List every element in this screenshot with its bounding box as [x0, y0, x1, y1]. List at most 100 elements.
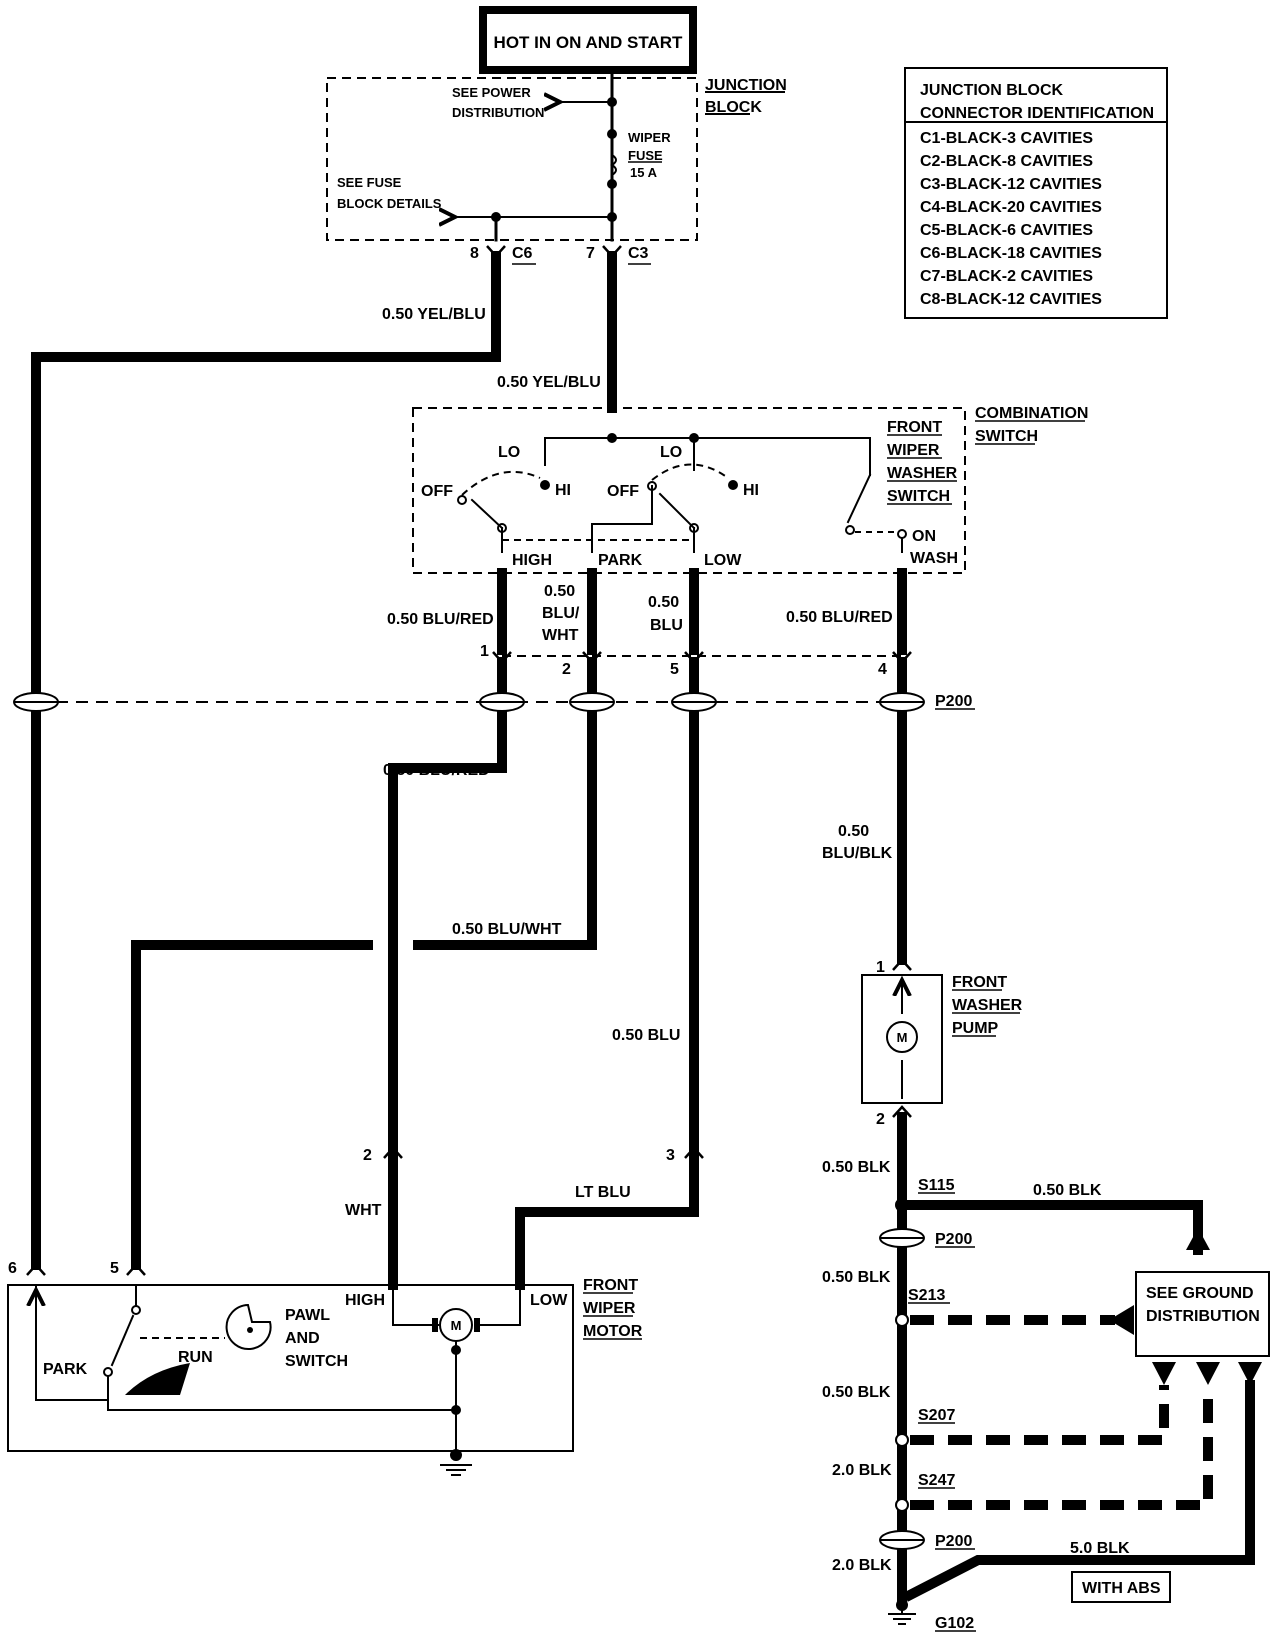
- switch-high-label: HIGH: [512, 552, 552, 569]
- with-abs-label: WITH ABS: [1082, 1580, 1161, 1597]
- junction-block: JUNCTION BLOCK SEE POWER DISTRIBUTION WI…: [326, 68, 787, 265]
- wire-label-blu-blk-1: 0.50: [838, 823, 869, 840]
- table-row: C1-BLACK-3 CAVITIES: [920, 130, 1093, 147]
- wire-label-blu-red-lower: 0.50 BLU/RED: [383, 762, 490, 779]
- table-row: C3-BLACK-12 CAVITIES: [920, 176, 1102, 193]
- wire-label-yel-blu-center: 0.50 YEL/BLU: [497, 374, 601, 391]
- pin-7: 7: [586, 245, 595, 262]
- conn-c3: C3: [628, 245, 649, 262]
- p200-pin-2: 2: [562, 661, 571, 678]
- washer-switch-1: FRONT: [887, 419, 942, 436]
- washer-switch-4: SWITCH: [887, 488, 950, 505]
- wire-label-wht: WHT: [345, 1202, 382, 1219]
- switch-off-1: OFF: [421, 483, 453, 500]
- table-row: C2-BLACK-8 CAVITIES: [920, 153, 1093, 170]
- grommet: [671, 692, 717, 712]
- switch-park-label: PARK: [598, 552, 643, 569]
- combo-switch-title-1: COMBINATION: [975, 405, 1088, 422]
- table-header-1: JUNCTION BLOCK: [920, 82, 1064, 99]
- wire-label-blu-wht-lower: 0.50 BLU/WHT: [452, 921, 562, 938]
- pump-motor-m: M: [897, 1030, 908, 1045]
- p200-b-label: P200: [935, 1533, 972, 1550]
- table-row: C7-BLACK-2 CAVITIES: [920, 268, 1093, 285]
- switch-low-label: LOW: [704, 552, 742, 569]
- motor-run-label: RUN: [178, 1349, 213, 1366]
- wiper-motor-m: M: [451, 1318, 462, 1333]
- washer-switch-2: WIPER: [887, 442, 940, 459]
- wires-lower: 0.50 BLU/RED 0.50 BLU/WHT 0.50 BLU 2 3 W…: [131, 762, 893, 1290]
- splice-s207: S207: [918, 1407, 955, 1424]
- wire-label-blu-lower: 0.50 BLU: [612, 1027, 680, 1044]
- splice-s247: S247: [918, 1472, 955, 1489]
- wire-label-blk-2: 0.50 BLK: [822, 1269, 891, 1286]
- grommet: [879, 692, 925, 712]
- splice-s213: S213: [908, 1287, 945, 1304]
- wire-label-blu-wht-2: BLU/: [542, 605, 580, 622]
- pawl-label-1: PAWL: [285, 1307, 330, 1324]
- washer-wash: WASH: [910, 550, 958, 567]
- switch-lo-2: LO: [660, 444, 682, 461]
- pump-title-1: FRONT: [952, 974, 1007, 991]
- switch-off-2: OFF: [607, 483, 639, 500]
- pawl-label-2: AND: [285, 1330, 320, 1347]
- see-fuse-1: SEE FUSE: [337, 175, 402, 190]
- hot-in-on-and-start-label: HOT IN ON AND START: [494, 33, 683, 52]
- pump-pin-1: 1: [876, 959, 885, 976]
- switch-hi-1: HI: [555, 482, 571, 499]
- wire-label-yel-blu-left: 0.50 YEL/BLU: [382, 306, 486, 323]
- grommet: [879, 1530, 925, 1550]
- grommet: [479, 692, 525, 712]
- motor-pin-5: 5: [110, 1260, 119, 1277]
- motor-pin-6: 6: [8, 1260, 17, 1277]
- motor-pin-3: 3: [666, 1147, 675, 1164]
- wire-label-blu-2: BLU: [650, 617, 683, 634]
- wire-label-blu-blk-2: BLU/BLK: [822, 845, 893, 862]
- switch-hi-2: HI: [743, 482, 759, 499]
- pump-pin-2: 2: [876, 1111, 885, 1128]
- combination-switch: COMBINATION SWITCH LO HI OFF LO HI OFF: [412, 405, 1088, 574]
- wire-label-blu-wht-1: 0.50: [544, 583, 575, 600]
- junction-block-title-2: BLOCK: [705, 99, 762, 116]
- wire-label-blk-20a: 2.0 BLK: [832, 1462, 892, 1479]
- motor-park-label: PARK: [43, 1361, 88, 1378]
- wire-label-blk-20b: 2.0 BLK: [832, 1557, 892, 1574]
- front-washer-pump: 1 M 2 FRONT WASHER PUMP: [861, 958, 1023, 1128]
- wire-label-blk-50: 5.0 BLK: [1070, 1540, 1130, 1557]
- motor-high-label: HIGH: [345, 1292, 385, 1309]
- table-row: C8-BLACK-12 CAVITIES: [920, 291, 1102, 308]
- wire-label-blu-red-1: 0.50 BLU/RED: [387, 611, 494, 628]
- wire-label-lt-blu: LT BLU: [575, 1184, 631, 1201]
- see-power-2: DISTRIBUTION: [452, 105, 544, 120]
- grommet: [879, 1228, 925, 1248]
- grommet: [13, 692, 59, 712]
- p200-a-label: P200: [935, 1231, 972, 1248]
- table-row: C6-BLACK-18 CAVITIES: [920, 245, 1102, 262]
- wiper-fuse-3: 15 A: [630, 165, 658, 180]
- connector-identification-table: JUNCTION BLOCK CONNECTOR IDENTIFICATION …: [904, 67, 1168, 319]
- motor-title-3: MOTOR: [583, 1323, 643, 1340]
- washer-on: ON: [912, 528, 936, 545]
- p200-pin-5: 5: [670, 661, 679, 678]
- wire-yel-blu-center: 0.50 YEL/BLU: [497, 251, 617, 413]
- combo-switch-title-2: SWITCH: [975, 428, 1038, 445]
- table-header-2: CONNECTOR IDENTIFICATION: [920, 105, 1154, 122]
- washer-switch-3: WASHER: [887, 465, 958, 482]
- see-power-1: SEE POWER: [452, 85, 531, 100]
- wire-label-blk-1: 0.50 BLK: [822, 1159, 891, 1176]
- splice-s115: S115: [918, 1177, 955, 1194]
- switch-lo-1: LO: [498, 444, 520, 461]
- wiper-fuse-1: WIPER: [628, 130, 671, 145]
- junction-block-title-1: JUNCTION: [705, 77, 787, 94]
- wire-label-blk-right: 0.50 BLK: [1033, 1182, 1102, 1199]
- p200-label: P200: [935, 693, 972, 710]
- conn-c6: C6: [512, 245, 533, 262]
- motor-title-2: WIPER: [583, 1300, 636, 1317]
- pin-8: 8: [470, 245, 479, 262]
- pawl-label-3: SWITCH: [285, 1353, 348, 1370]
- table-row: C4-BLACK-20 CAVITIES: [920, 199, 1102, 216]
- wire-label-blu-red-wash: 0.50 BLU/RED: [786, 609, 893, 626]
- motor-title-1: FRONT: [583, 1277, 638, 1294]
- see-ground-2: DISTRIBUTION: [1146, 1308, 1260, 1325]
- wire-label-blk-3: 0.50 BLK: [822, 1384, 891, 1401]
- pawl-icon: [225, 1303, 272, 1350]
